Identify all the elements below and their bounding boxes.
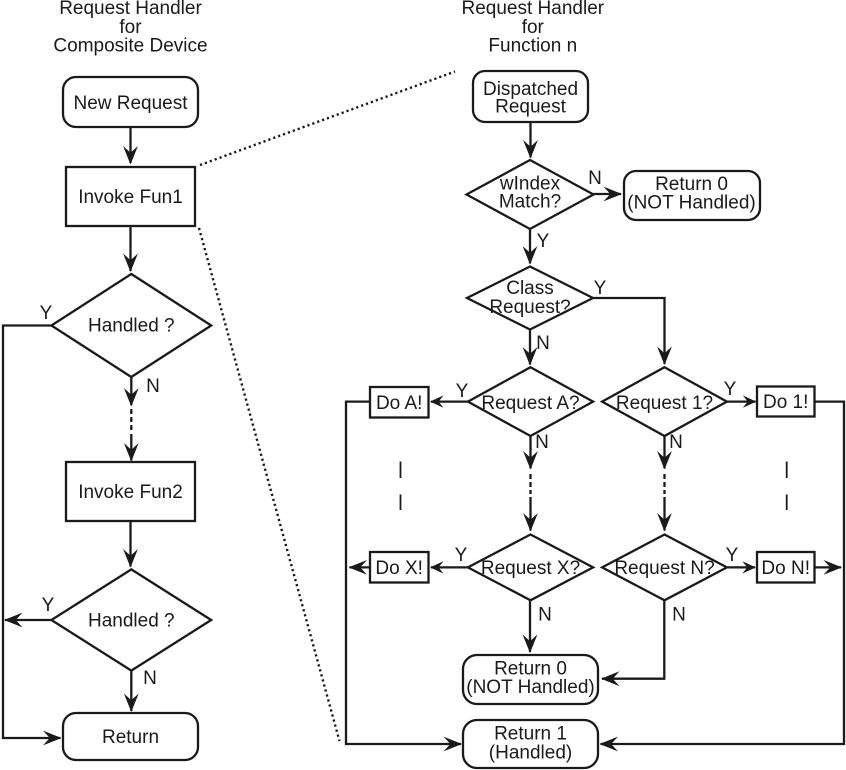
svg-text:Request Handler: Request Handler	[59, 0, 202, 19]
svg-text:for: for	[522, 17, 545, 38]
svg-text:Dispatched: Dispatched	[483, 79, 578, 100]
svg-text:for: for	[119, 17, 142, 38]
svg-text:N: N	[536, 333, 550, 354]
svg-text:Return 0: Return 0	[655, 174, 728, 195]
svg-text:Request 1?: Request 1?	[616, 393, 713, 414]
svg-text:Do A!: Do A!	[376, 393, 422, 414]
svg-text:N: N	[146, 376, 160, 397]
svg-text:Return: Return	[102, 727, 159, 748]
svg-text:N: N	[669, 432, 683, 453]
svg-text:Return 0: Return 0	[494, 659, 567, 680]
svg-text:Request X?: Request X?	[481, 558, 580, 579]
svg-text:Y: Y	[726, 545, 739, 566]
svg-text:Y: Y	[455, 545, 468, 566]
svg-text:(Handled): (Handled)	[489, 743, 572, 764]
svg-text:Request Handler: Request Handler	[462, 0, 605, 19]
svg-text:Request?: Request?	[489, 297, 570, 318]
svg-text:Class: Class	[506, 278, 554, 299]
svg-text:Y: Y	[724, 379, 737, 400]
svg-text:Do N!: Do N!	[761, 558, 810, 579]
svg-text:Invoke Fun1: Invoke Fun1	[78, 187, 183, 208]
svg-text:Return 1: Return 1	[494, 724, 567, 745]
svg-text:(NOT Handled): (NOT Handled)	[466, 677, 594, 698]
svg-text:N: N	[535, 432, 549, 453]
svg-text:Y: Y	[594, 278, 607, 299]
svg-text:N: N	[538, 605, 552, 626]
svg-text:Y: Y	[456, 381, 469, 402]
svg-text:Handled ?: Handled ?	[88, 611, 175, 632]
svg-text:New Request: New Request	[73, 93, 188, 114]
svg-text:Request N?: Request N?	[614, 558, 714, 579]
svg-text:(NOT Handled): (NOT Handled)	[627, 193, 755, 214]
svg-text:Y: Y	[40, 303, 53, 324]
svg-text:Function n: Function n	[488, 36, 577, 57]
svg-text:Composite Device: Composite Device	[53, 36, 207, 57]
svg-text:Request A?: Request A?	[481, 393, 579, 414]
svg-text:N: N	[143, 668, 157, 689]
svg-text:N: N	[672, 605, 686, 626]
svg-text:Y: Y	[42, 595, 55, 616]
svg-text:Do X!: Do X!	[375, 558, 423, 579]
svg-text:Y: Y	[537, 231, 550, 252]
svg-text:Match?: Match?	[499, 192, 561, 213]
svg-text:N: N	[588, 168, 602, 189]
svg-text:Handled ?: Handled ?	[88, 316, 175, 337]
svg-text:Invoke Fun2: Invoke Fun2	[78, 482, 183, 503]
svg-text:Request: Request	[495, 97, 566, 118]
svg-text:wIndex: wIndex	[499, 174, 561, 195]
svg-text:Do 1!: Do 1!	[763, 392, 808, 413]
